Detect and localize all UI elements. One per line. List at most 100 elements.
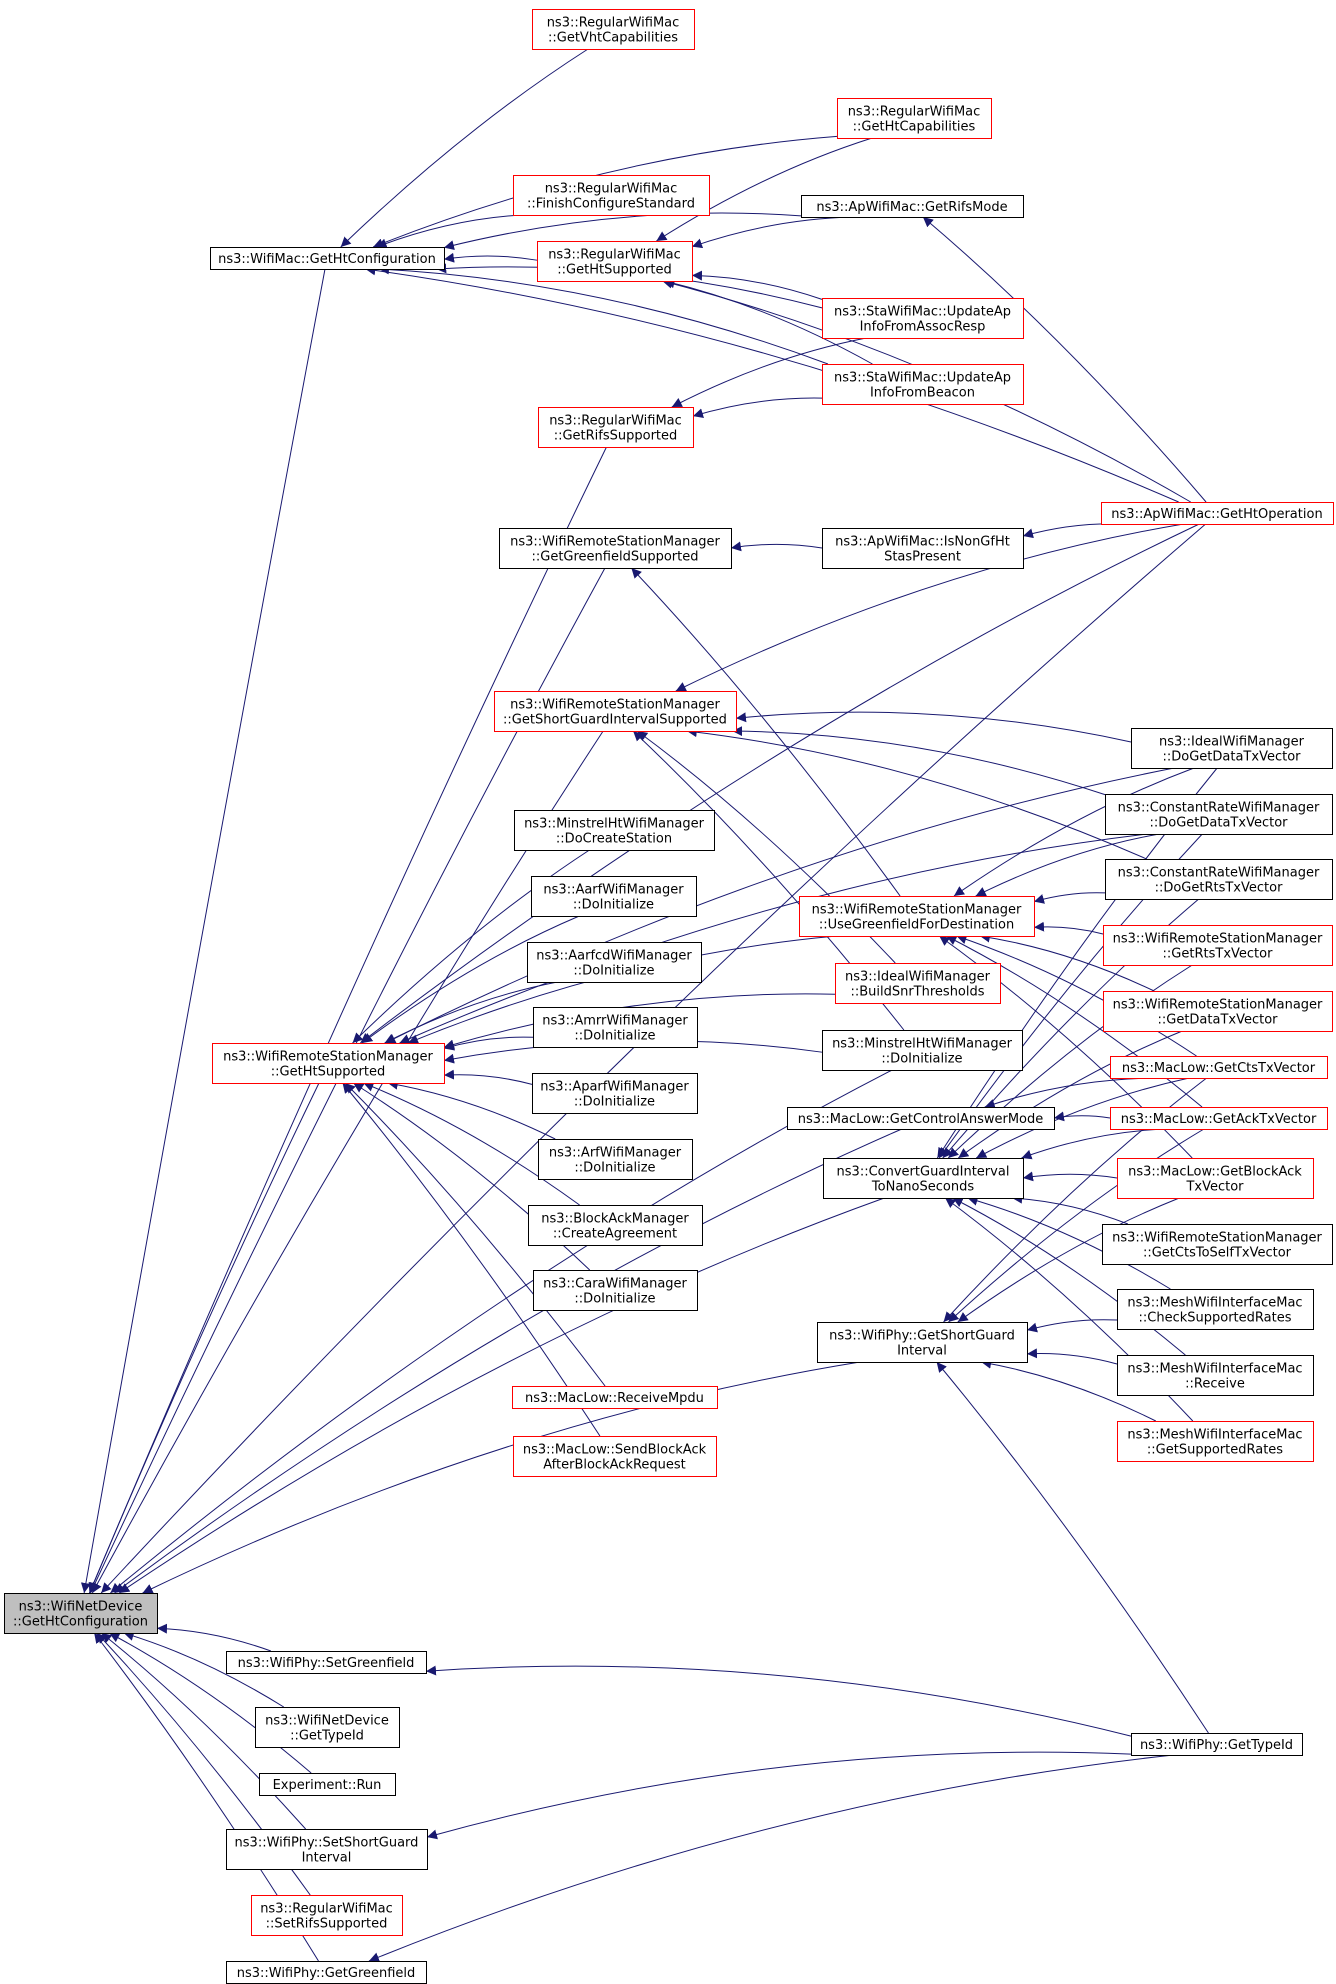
edge-phytypeid-to-physgi [936, 1361, 1209, 1734]
node-label: InfoFromAssocResp [860, 320, 986, 335]
node-label: ::GetHtCapabilities [853, 120, 976, 135]
node-label: ns3::MinstrelHtWifiManager [524, 817, 705, 832]
node-updassoc[interactable]: ns3::StaWifiMac::UpdateApInfoFromAssocRe… [822, 298, 1024, 339]
node-label: ::BuildSnrThresholds [850, 985, 984, 1000]
node-label: ns3::MeshWifiInterfaceMac [1127, 1428, 1302, 1443]
node-box [1117, 1289, 1314, 1330]
node-sendba[interactable]: ns3::MacLow::SendBlockAckAfterBlockAckRe… [513, 1436, 717, 1477]
edge-crrts-to-sgisup [686, 727, 1147, 860]
node-wrsmrts[interactable]: ns3::WifiRemoteStationManager::GetRtsTxV… [1103, 925, 1333, 966]
edge-crdata-to-usegf [975, 833, 1160, 897]
node-label: ::GetShortGuardIntervalSupported [503, 713, 727, 728]
node-minstrelcreate[interactable]: ns3::MinstrelHtWifiManager::DoCreateStat… [514, 810, 715, 851]
node-label: ns3::WifiRemoteStationManager [1113, 998, 1323, 1013]
node-aarfcdinit[interactable]: ns3::AarfcdWifiManager::DoInitialize [527, 942, 702, 983]
node-exprun[interactable]: Experiment::Run [259, 1773, 396, 1796]
node-acktx[interactable]: ns3::MacLow::GetAckTxVector [1110, 1107, 1328, 1130]
edge-gethtcap-to-rwmhtsup [656, 137, 873, 242]
node-box [533, 1007, 698, 1048]
node-box [1110, 1107, 1328, 1130]
node-amrrinit[interactable]: ns3::AmrrWifiManager::DoInitialize [533, 1007, 698, 1048]
node-idealsnr[interactable]: ns3::IdealWifiManager::BuildSnrThreshold… [835, 963, 1001, 1004]
node-arfinit[interactable]: ns3::ArfWifiManager::DoInitialize [538, 1139, 693, 1180]
node-box [499, 528, 732, 569]
node-meshgetrates[interactable]: ns3::MeshWifiInterfaceMac::GetSupportedR… [1117, 1421, 1314, 1462]
node-rifssup[interactable]: ns3::RegularWifiMac::GetRifsSupported [538, 407, 694, 448]
node-label: ns3::WifiRemoteStationManager [510, 535, 720, 550]
node-label: ns3::AarfWifiManager [543, 883, 684, 898]
node-ctstx[interactable]: ns3::MacLow::GetCtsTxVector [1110, 1056, 1328, 1079]
edge-recvmpdu-to-htsup [344, 1082, 606, 1387]
edge-htsup-to-root [88, 1082, 320, 1594]
node-bamcreate[interactable]: ns3::BlockAckManager::CreateAgreement [528, 1205, 703, 1246]
node-usegf[interactable]: ns3::WifiRemoteStationManager::UseGreenf… [799, 896, 1035, 937]
node-label: ns3::CaraWifiManager [543, 1277, 687, 1292]
node-wrsmdata[interactable]: ns3::WifiRemoteStationManager::GetDataTx… [1103, 991, 1333, 1032]
node-meshcheck[interactable]: ns3::MeshWifiInterfaceMac::CheckSupporte… [1117, 1289, 1314, 1330]
node-setgf[interactable]: ns3::WifiPhy::SetGreenfield [226, 1651, 427, 1674]
node-box [1103, 925, 1333, 966]
node-box [1117, 1158, 1314, 1199]
node-phytypeid[interactable]: ns3::WifiPhy::GetTypeId [1131, 1733, 1303, 1756]
node-box [538, 1139, 693, 1180]
node-box [1131, 1733, 1303, 1756]
node-apop[interactable]: ns3::ApWifiMac::GetHtOperation [1101, 502, 1334, 525]
node-box [226, 1829, 428, 1870]
node-box [822, 1030, 1023, 1071]
node-physgi[interactable]: ns3::WifiPhy::GetShortGuardInterval [817, 1322, 1028, 1363]
node-gfsup[interactable]: ns3::WifiRemoteStationManager::GetGreenf… [499, 528, 732, 569]
node-recvmpdu[interactable]: ns3::MacLow::ReceiveMpdu [512, 1386, 718, 1409]
edge-finishcfg-to-machtconf [376, 214, 521, 249]
node-idealdata[interactable]: ns3::IdealWifiManager::DoGetDataTxVector [1131, 728, 1333, 769]
edge-meshcheck-to-convgi [967, 1195, 1171, 1290]
node-machtconf[interactable]: ns3::WifiMac::GetHtConfiguration [210, 247, 445, 270]
node-label: ToNanoSeconds [871, 1180, 974, 1195]
node-rwmhtsup[interactable]: ns3::RegularWifiMac::GetHtSupported [537, 241, 693, 282]
node-box [1105, 794, 1333, 835]
node-wndtypeid[interactable]: ns3::WifiNetDevice::GetTypeId [255, 1707, 400, 1748]
node-minstrelinit[interactable]: ns3::MinstrelHtWifiManager::DoInitialize [822, 1030, 1023, 1071]
node-getgf[interactable]: ns3::WifiPhy::GetGreenfield [226, 1961, 427, 1984]
node-label: ns3::AarfcdWifiManager [536, 949, 692, 964]
node-htsup[interactable]: ns3::WifiRemoteStationManager::GetHtSupp… [212, 1043, 445, 1084]
node-label: ::GetRtsTxVector [1163, 947, 1274, 962]
node-box [527, 942, 702, 983]
node-root[interactable]: ns3::WifiNetDevice::GetHtConfiguration [4, 1593, 158, 1634]
edge-wrsmdata-to-convgi [957, 1030, 1183, 1159]
node-label: ::DoGetRtsTxVector [1155, 881, 1284, 896]
node-aprifs[interactable]: ns3::ApWifiMac::GetRifsMode [801, 195, 1024, 218]
edge-ctstx-to-convgi [976, 1077, 1190, 1159]
node-label: ns3::AmrrWifiManager [542, 1014, 688, 1029]
node-label: ns3::WifiPhy::GetGreenfield [237, 1966, 416, 1981]
edge-acktx-to-ctrlmode [1053, 1111, 1111, 1122]
node-crdata[interactable]: ns3::ConstantRateWifiManager::DoGetDataT… [1105, 794, 1333, 835]
edge-updbeacon-to-rifssup [692, 397, 823, 419]
node-box [513, 1436, 717, 1477]
node-meshrecv[interactable]: ns3::MeshWifiInterfaceMac::Receive [1117, 1355, 1314, 1396]
node-aarfinit[interactable]: ns3::AarfWifiManager::DoInitialize [531, 876, 697, 917]
node-ctsself[interactable]: ns3::WifiRemoteStationManager::GetCtsToS… [1102, 1224, 1333, 1265]
edge-meshrecv-to-physgi [1026, 1348, 1118, 1365]
node-sgisup[interactable]: ns3::WifiRemoteStationManager::GetShortG… [494, 691, 737, 732]
edge-acktx-to-convgi [1021, 1128, 1165, 1160]
node-crrts[interactable]: ns3::ConstantRateWifiManager::DoGetRtsTx… [1105, 859, 1333, 900]
node-label: ns3::StaWifiMac::UpdateAp [834, 305, 1011, 320]
edge-ctstx-to-physgi [943, 1077, 1207, 1323]
node-carainit[interactable]: ns3::CaraWifiManager::DoInitialize [533, 1270, 698, 1311]
node-gethtcap[interactable]: ns3::RegularWifiMac::GetHtCapabilities [837, 98, 992, 139]
node-setrifs[interactable]: ns3::RegularWifiMac::SetRifsSupported [251, 1895, 403, 1936]
node-aparfinit[interactable]: ns3::AparfWifiManager::DoInitialize [532, 1073, 698, 1114]
node-box [1110, 1056, 1328, 1079]
node-ctrlmode[interactable]: ns3::MacLow::GetControlAnswerMode [787, 1107, 1055, 1130]
node-finishcfg[interactable]: ns3::RegularWifiMac::FinishConfigureStan… [513, 175, 710, 216]
node-getvht[interactable]: ns3::RegularWifiMac::GetVhtCapabilities [532, 9, 695, 50]
edge-getvht-to-machtconf [340, 48, 589, 248]
node-box [799, 896, 1035, 937]
node-box [512, 1386, 718, 1409]
edge-apop-to-aprifs [922, 216, 1207, 503]
